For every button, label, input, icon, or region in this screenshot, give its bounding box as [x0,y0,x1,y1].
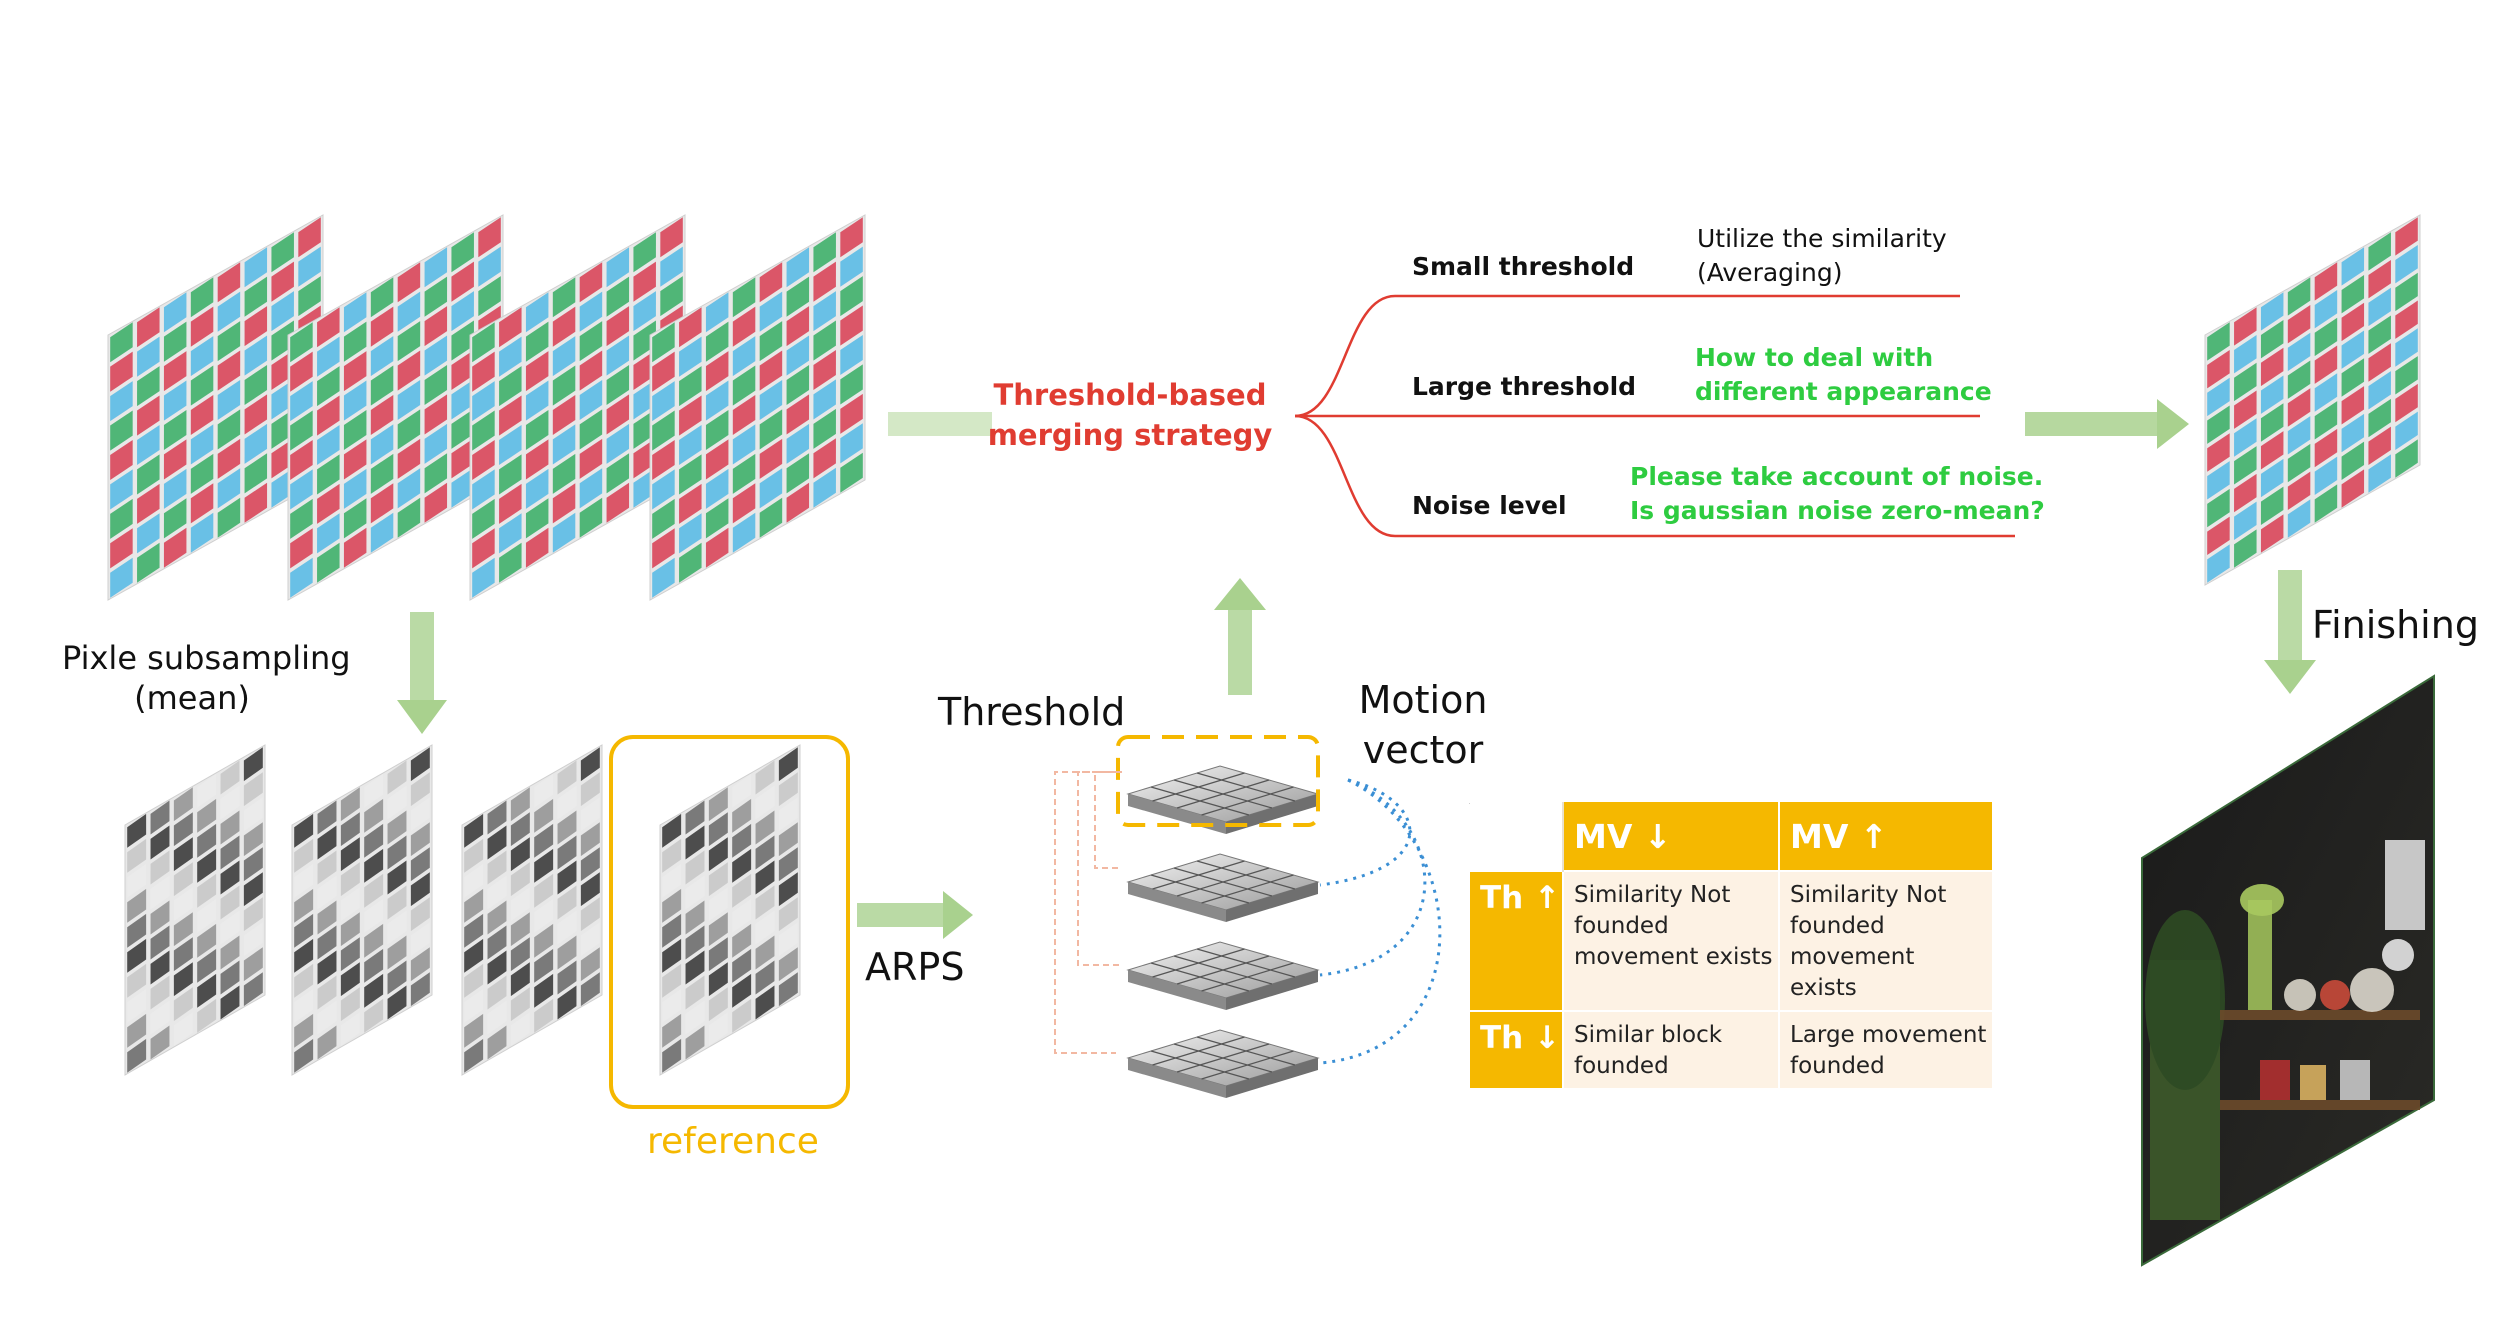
finished-image [2141,674,2435,1267]
threshold-block-stack [1126,765,1320,1098]
motion-vector-lines [1319,778,1442,1065]
subsampled-frames [124,744,801,1076]
threshold-label: Threshold [938,690,1126,734]
merging-strategy-title: Threshold-based merging strategy [987,378,1273,452]
arrow-right-icon [2025,399,2189,449]
row-header-th-up: Th ↑ [1470,870,1563,1011]
photo-object [2248,900,2272,1010]
arrow-right-icon [888,412,992,436]
motion-block [1126,1029,1320,1098]
finishing-label: Finishing [2312,603,2479,647]
branch-large-note: How to deal with different appearance [1695,343,1992,406]
branch-small-threshold: Small threshold [1412,252,1635,281]
photo-object [2340,1060,2370,1100]
bayer-mosaic-frame [291,744,433,1076]
photo-object [2385,840,2425,930]
branch-noise-level: Noise level [1412,491,1567,520]
reference-label: reference [647,1121,819,1162]
photo-object [2320,980,2350,1010]
row-header-th-down: Th ↓ [1470,1010,1563,1088]
arrow-down-icon [397,612,447,734]
arrow-right-icon [857,891,973,939]
branch-large-threshold: Large threshold [1412,372,1637,401]
arps-label: ARPS [865,945,965,989]
bayer-mosaic-frame [659,744,801,1076]
photo-object [2220,1010,2420,1020]
table-corner [1470,802,1564,871]
merged-raw-frame [2204,214,2421,586]
photo-object [2220,1100,2420,1110]
subsampling-label: Pixle subsampling (mean) [62,639,351,717]
motion-block [1126,941,1320,1010]
current-block-highlight [1116,735,1320,827]
photo-object [2260,1060,2290,1100]
photo-object [2382,939,2414,971]
table-cell: Similar block founded [1562,1010,1779,1088]
arrow-down-icon [2264,570,2316,694]
mv-threshold-table: MV ↓ MV ↑ Th ↑ Similarity Not founded mo… [1470,802,1992,1088]
bayer-mosaic-frame [461,744,603,1076]
branch-lines [1294,294,2015,538]
threshold-brackets [1054,771,1122,1054]
motion-block [1126,765,1320,834]
col-header-mv-down: MV ↓ [1562,802,1779,871]
col-header-mv-up: MV ↑ [1778,802,1992,871]
table-cell: Similarity Not founded movement exists [1562,870,1779,1011]
bayer-mosaic-frame [124,744,266,1076]
photo-object [2300,1065,2326,1100]
motion-block [1126,853,1320,922]
bayer-mosaic-frame [649,214,866,601]
motion-vector-label: Motion vector [1358,678,1488,772]
photo-object [2240,884,2284,916]
photo-object [2350,968,2394,1012]
table-cell: Large movement founded [1778,1010,1992,1088]
reference-highlight [609,735,850,1109]
photo-object [2145,910,2225,1090]
bayer-mosaic-frame [2204,214,2421,586]
branch-small-note: Utilize the similarity (Averaging) [1697,224,1947,287]
photo-object [2284,979,2316,1011]
branch-noise-note: Please take account of noise. Is gaussia… [1630,462,2045,525]
arrow-up-icon [1214,578,1266,695]
raw-frames [107,214,866,601]
table-cell: Similarity Not founded movement exists [1778,870,1992,1011]
